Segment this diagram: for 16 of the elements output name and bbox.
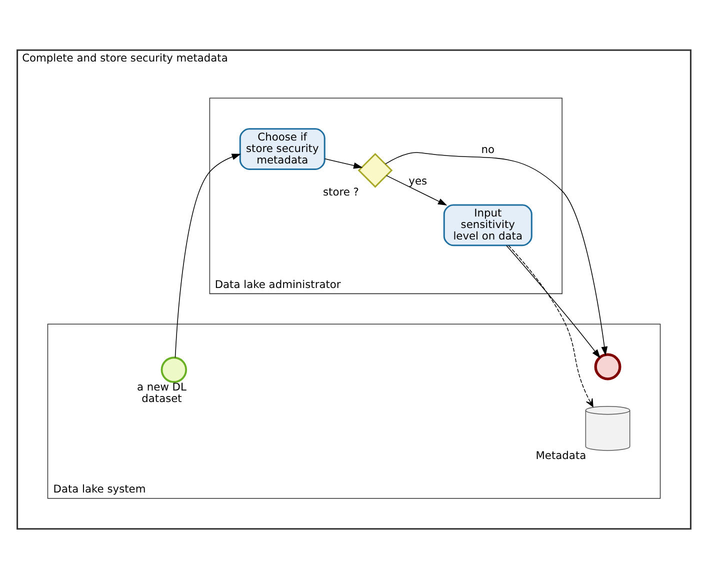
edge-label: no <box>481 143 495 156</box>
arrow <box>324 158 363 169</box>
edge-label: yes <box>408 174 428 188</box>
arrow <box>386 175 448 206</box>
node-label: store ? <box>323 185 359 198</box>
node-circle <box>160 356 188 383</box>
arrow <box>508 245 594 408</box>
arrow <box>506 245 600 358</box>
node-box: Choose if store security metadata <box>239 128 326 170</box>
arrow <box>385 152 608 356</box>
node-label: a new DL dataset <box>137 380 186 405</box>
node-circle <box>594 353 622 380</box>
node-diamond <box>358 152 393 188</box>
arrow <box>174 154 241 358</box>
node-box: Input sensitivity level on data <box>443 204 532 246</box>
node-label: Metadata <box>536 449 586 462</box>
